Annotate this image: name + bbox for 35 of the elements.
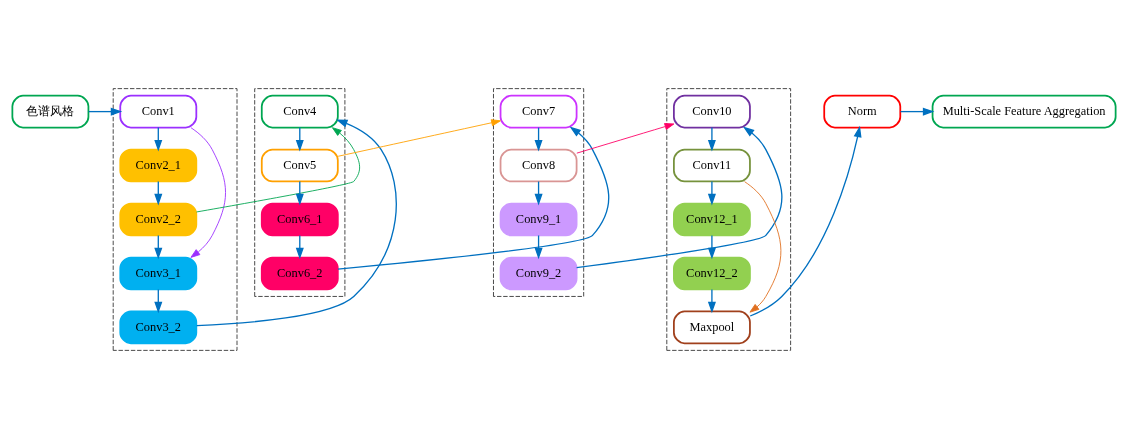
arrow [337, 118, 501, 157]
node-box: Conv1 [119, 94, 198, 128]
node-box: Conv11 [673, 148, 751, 182]
arrow [88, 107, 123, 116]
node-box: Conv2_2 [119, 202, 198, 236]
arrow [707, 180, 716, 205]
node-box: Multi-Scale Feature Aggregation [931, 94, 1117, 128]
arrow [576, 122, 675, 154]
node-box: Conv7 [499, 94, 578, 128]
arrow [196, 119, 397, 326]
node-box: Conv5 [260, 148, 339, 182]
node-box: Conv3_1 [119, 256, 198, 290]
node-box: Norm [823, 94, 902, 128]
node-box: Conv12_2 [673, 256, 751, 290]
cluster [254, 87, 346, 297]
node-box: Maxpool [673, 310, 751, 344]
node-box: 色谱风格 [11, 94, 90, 128]
node-box: Conv10 [673, 94, 751, 128]
arrow [707, 234, 716, 259]
arrow [899, 107, 935, 116]
node-box: Conv3_2 [119, 310, 198, 344]
arrow [707, 288, 716, 313]
arrow [749, 125, 862, 317]
node-box: Conv4 [260, 94, 339, 128]
arrow [575, 125, 783, 268]
node-box: Conv8 [499, 148, 578, 182]
node-box: Conv9_2 [499, 256, 578, 290]
node-box: Conv12_1 [673, 202, 751, 236]
node-box: Conv2_1 [119, 148, 198, 182]
node-box: Conv6_1 [260, 202, 339, 236]
arrow [707, 126, 716, 151]
node-box: Conv6_2 [260, 256, 339, 290]
arrow [190, 126, 226, 258]
arrow [744, 180, 782, 313]
node-box: Conv9_1 [499, 202, 578, 236]
